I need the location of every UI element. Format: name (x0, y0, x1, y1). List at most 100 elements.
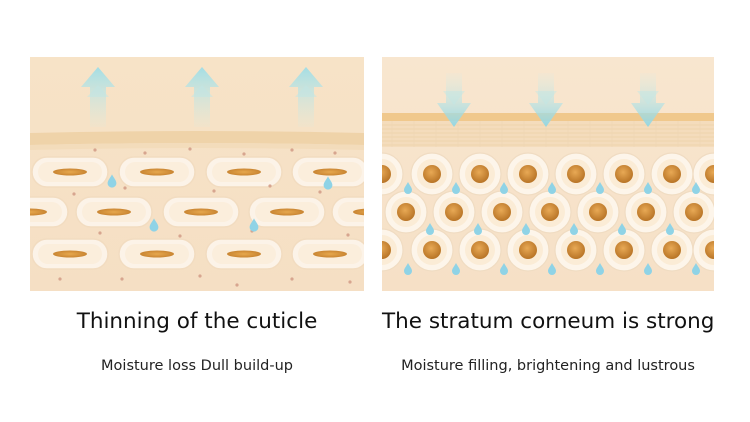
debris-dot (188, 147, 192, 151)
left-caption: Moisture loss Dull build-up (101, 358, 293, 374)
cell-nucleus (353, 208, 364, 216)
water-droplet (522, 223, 530, 235)
water-droplet (474, 223, 482, 235)
right-illustration-panel (382, 57, 714, 291)
water-droplets (107, 174, 333, 232)
debris-dot (178, 234, 182, 238)
water-droplet (618, 223, 626, 235)
cell-nucleus (397, 203, 415, 221)
skin-cells (30, 156, 364, 270)
thin-cuticle-band (30, 131, 364, 145)
cell-nucleus (615, 241, 633, 259)
cell-nucleus (382, 165, 391, 183)
water-droplet (249, 218, 259, 232)
up-arrow-icon-echo (87, 85, 109, 97)
water-droplet (323, 176, 333, 190)
debris-dot (120, 277, 124, 281)
down-arrow-icon (529, 73, 563, 127)
debris-dot (242, 152, 246, 156)
cell-nucleus (445, 203, 463, 221)
water-droplet (452, 263, 460, 275)
cell-nucleus (663, 241, 681, 259)
right-title: The stratum corneum is strong (382, 309, 715, 334)
down-arrow-icon-echo (535, 91, 557, 105)
moisture-escape-arrows (81, 67, 323, 127)
cell-nucleus (471, 165, 489, 183)
cell-nucleus (471, 241, 489, 259)
water-droplet (666, 223, 674, 235)
cell-nucleus (493, 203, 511, 221)
debris-dot (346, 233, 350, 237)
cell-nucleus (53, 250, 87, 258)
skin-cells (382, 152, 714, 272)
cell-nucleus (541, 203, 559, 221)
debris-dot (93, 148, 97, 152)
cell-nucleus (519, 165, 537, 183)
water-droplet (107, 174, 117, 188)
water-droplet (548, 182, 556, 194)
water-droplet (149, 218, 159, 232)
water-droplet (500, 263, 508, 275)
debris-dot (98, 231, 102, 235)
strong-stratum-corneum-illustration (382, 57, 714, 291)
water-droplet (692, 263, 700, 275)
cell-nucleus (30, 208, 47, 216)
right-caption: Moisture filling, brightening and lustro… (401, 358, 695, 374)
up-arrow-icon-echo (191, 85, 213, 97)
cell-nucleus (567, 241, 585, 259)
left-title: Thinning of the cuticle (76, 309, 318, 334)
water-droplet (404, 263, 412, 275)
debris-dot (268, 184, 272, 188)
debris-dot (123, 186, 127, 190)
debris-dot (318, 190, 322, 194)
cell-nucleus (270, 208, 304, 216)
water-droplet (644, 182, 652, 194)
debris-dot (143, 151, 147, 155)
cell-nucleus (140, 168, 174, 176)
down-arrow-icon-echo (443, 91, 465, 105)
cell-nucleus (97, 208, 131, 216)
water-droplet (548, 263, 556, 275)
debris-dot (290, 277, 294, 281)
water-droplet (570, 223, 578, 235)
cell-nucleus (227, 168, 261, 176)
water-droplet (644, 263, 652, 275)
left-illustration-panel (30, 57, 364, 291)
cell-nucleus (705, 241, 714, 259)
debris-dot (198, 274, 202, 278)
cell-nucleus (382, 241, 391, 259)
debris-dot (333, 151, 337, 155)
cell-nucleus (227, 250, 261, 258)
cell-nucleus (423, 165, 441, 183)
water-droplet (596, 263, 604, 275)
cell-nucleus (53, 168, 87, 176)
water-droplet (404, 182, 412, 194)
cell-nucleus (423, 241, 441, 259)
cuticle-underlayer (30, 143, 364, 150)
debris-dot (58, 277, 62, 281)
cell-nucleus (685, 203, 703, 221)
skin-cell-inner (338, 202, 364, 222)
debris-dot (235, 283, 239, 287)
down-arrow-icon-echo (637, 91, 659, 105)
cell-nucleus (184, 208, 218, 216)
cell-nucleus (313, 168, 347, 176)
water-droplet (452, 182, 460, 194)
cell-nucleus (140, 250, 174, 258)
cell-nucleus (705, 165, 714, 183)
cell-nucleus (589, 203, 607, 221)
debris-dot (348, 280, 352, 284)
water-droplet (596, 182, 604, 194)
water-droplet (500, 182, 508, 194)
cell-nucleus (663, 165, 681, 183)
cell-nucleus (313, 250, 347, 258)
water-droplets (404, 182, 700, 275)
cell-nucleus (615, 165, 633, 183)
cell-nucleus (637, 203, 655, 221)
moisture-fill-arrows (437, 73, 665, 127)
water-droplet (426, 223, 434, 235)
up-arrow-icon-echo (295, 85, 317, 97)
down-arrow-icon (631, 73, 665, 127)
water-droplet (692, 182, 700, 194)
down-arrow-icon (437, 73, 471, 127)
